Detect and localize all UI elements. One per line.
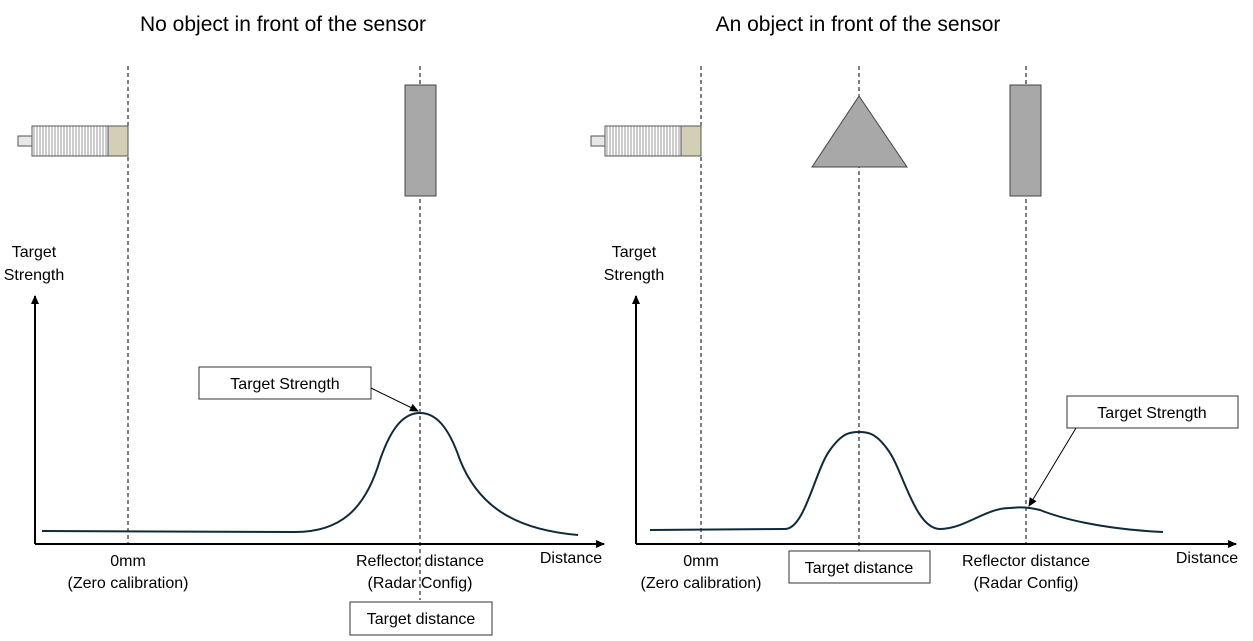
target-strength-callout-box bbox=[198, 366, 372, 400]
target-strength-callout-box bbox=[1066, 395, 1239, 429]
signal-curve bbox=[41, 411, 579, 536]
sensor-icon bbox=[17, 125, 129, 157]
zero-label-line2: (Zero calibration) bbox=[68, 575, 189, 592]
callout-arrow bbox=[1028, 427, 1077, 507]
x-axis-label: Distance bbox=[540, 550, 602, 567]
panel-title: No object in front of the sensor bbox=[140, 13, 426, 36]
y-axis-label-line1: Target bbox=[612, 244, 657, 261]
reflector-label-line2: (Radar Config) bbox=[974, 575, 1079, 592]
zero-label-line1: 0mm bbox=[683, 553, 719, 570]
reflector-shape bbox=[404, 84, 437, 197]
panel-right: An object in front of the sensor Target … bbox=[590, 13, 1239, 592]
callout-arrow bbox=[370, 387, 419, 412]
x-axis-label: Distance bbox=[1176, 550, 1238, 567]
y-axis-label-line2: Strength bbox=[604, 267, 664, 284]
panel-title: An object in front of the sensor bbox=[716, 13, 1001, 36]
sensor-icon bbox=[590, 125, 702, 157]
target-distance-box bbox=[788, 550, 931, 584]
target-distance-label: Target distance bbox=[367, 611, 476, 628]
reflector-label-line2: (Radar Config) bbox=[368, 575, 473, 592]
panel-left: No object in front of the sensor Target … bbox=[4, 13, 605, 636]
y-axis-label-line2: Strength bbox=[4, 267, 64, 284]
y-axis-label-line1: Target bbox=[12, 244, 57, 261]
target-distance-label: Target distance bbox=[805, 560, 914, 577]
target-distance-box bbox=[349, 601, 493, 636]
reflector-label-line1: Reflector distance bbox=[962, 553, 1090, 570]
zero-label-line1: 0mm bbox=[110, 553, 146, 570]
target-strength-callout-label: Target Strength bbox=[230, 376, 339, 393]
target-strength-callout-label: Target Strength bbox=[1097, 405, 1206, 422]
reflector-shape bbox=[1009, 84, 1042, 197]
zero-label-line2: (Zero calibration) bbox=[641, 575, 762, 592]
reflector-label-line1: Reflector distance bbox=[356, 553, 484, 570]
object-triangle-shape bbox=[811, 95, 908, 168]
signal-curve bbox=[649, 430, 1164, 533]
